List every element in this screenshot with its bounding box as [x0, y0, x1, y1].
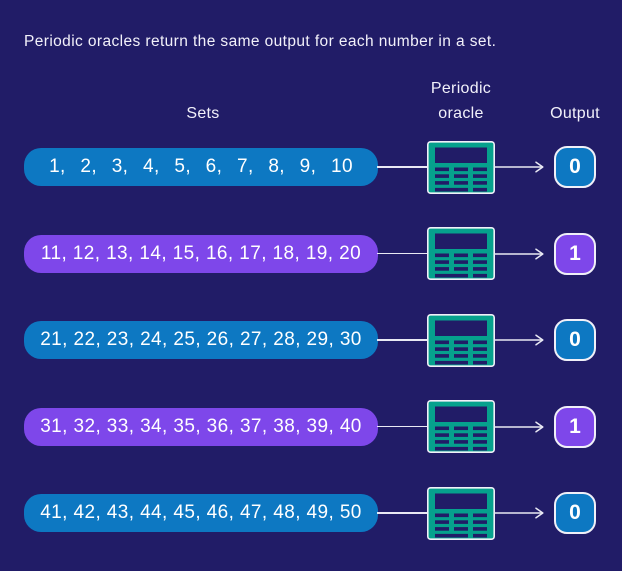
periodic-oracle-icon [427, 140, 496, 194]
set-numbers: 11, 12, 13, 14, 15, 16, 17, 18, 19, 20 [40, 242, 362, 264]
arrow-right-icon [494, 420, 544, 433]
arrow-right-icon [494, 334, 544, 346]
column-header-oracle-line1: Periodic [430, 80, 492, 97]
output-pill: 1 [554, 405, 596, 448]
oracle-row: 21, 22, 23, 24, 25, 26, 27, 28, 29, 30 [0, 297, 622, 384]
column-header-sets: Sets [186, 105, 220, 122]
output-pill: 1 [554, 232, 596, 275]
column-header-output: Output [550, 105, 600, 122]
set-numbers: 1, 2, 3, 4, 5, 6, 7, 8, 9, 10 [49, 156, 353, 177]
column-header-oracle-line2: oracle [438, 105, 484, 122]
connector-line [377, 339, 428, 341]
output-pill: 0 [554, 146, 596, 188]
periodic-oracle-icon [427, 313, 496, 367]
output-value: 1 [569, 414, 581, 438]
oracle-row: 1, 2, 3, 4, 5, 6, 7, 8, 9, 10 [0, 124, 622, 211]
set-numbers: 41, 42, 43, 44, 45, 46, 47, 48, 49, 50 [40, 502, 362, 523]
set-pill: 31, 32, 33, 34, 35, 36, 37, 38, 39, 40 [24, 407, 378, 446]
connector-line [377, 166, 428, 168]
connector-line [377, 425, 428, 428]
set-numbers: 21, 22, 23, 24, 25, 26, 27, 28, 29, 30 [40, 329, 362, 350]
set-pill: 11, 12, 13, 14, 15, 16, 17, 18, 19, 20 [24, 234, 378, 273]
periodic-oracle-icon [427, 227, 496, 281]
arrow-right-icon [494, 247, 544, 260]
output-value: 0 [569, 501, 581, 524]
set-numbers: 31, 32, 33, 34, 35, 36, 37, 38, 39, 40 [40, 415, 362, 437]
oracle-row: 11, 12, 13, 14, 15, 16, 17, 18, 19, 20 [0, 210, 622, 297]
output-value: 0 [569, 155, 581, 178]
arrow-right-icon [494, 507, 544, 519]
set-pill: 21, 22, 23, 24, 25, 26, 27, 28, 29, 30 [24, 321, 378, 359]
oracle-row: 31, 32, 33, 34, 35, 36, 37, 38, 39, 40 [0, 383, 622, 470]
connector-line [377, 512, 428, 514]
connector-line [377, 252, 428, 255]
set-pill: 1, 2, 3, 4, 5, 6, 7, 8, 9, 10 [24, 148, 378, 186]
output-value: 1 [569, 241, 581, 265]
diagram-title: Periodic oracles return the same output … [24, 33, 497, 50]
periodic-oracle-icon [427, 400, 496, 454]
periodic-oracle-icon [427, 486, 496, 540]
oracle-row: 41, 42, 43, 44, 45, 46, 47, 48, 49, 50 [0, 470, 622, 557]
output-pill: 0 [554, 319, 596, 361]
output-value: 0 [569, 328, 581, 351]
column-header-oracle: Periodic oracle [431, 76, 491, 126]
set-pill: 41, 42, 43, 44, 45, 46, 47, 48, 49, 50 [24, 494, 378, 532]
output-pill: 0 [554, 492, 596, 534]
arrow-right-icon [494, 161, 544, 173]
